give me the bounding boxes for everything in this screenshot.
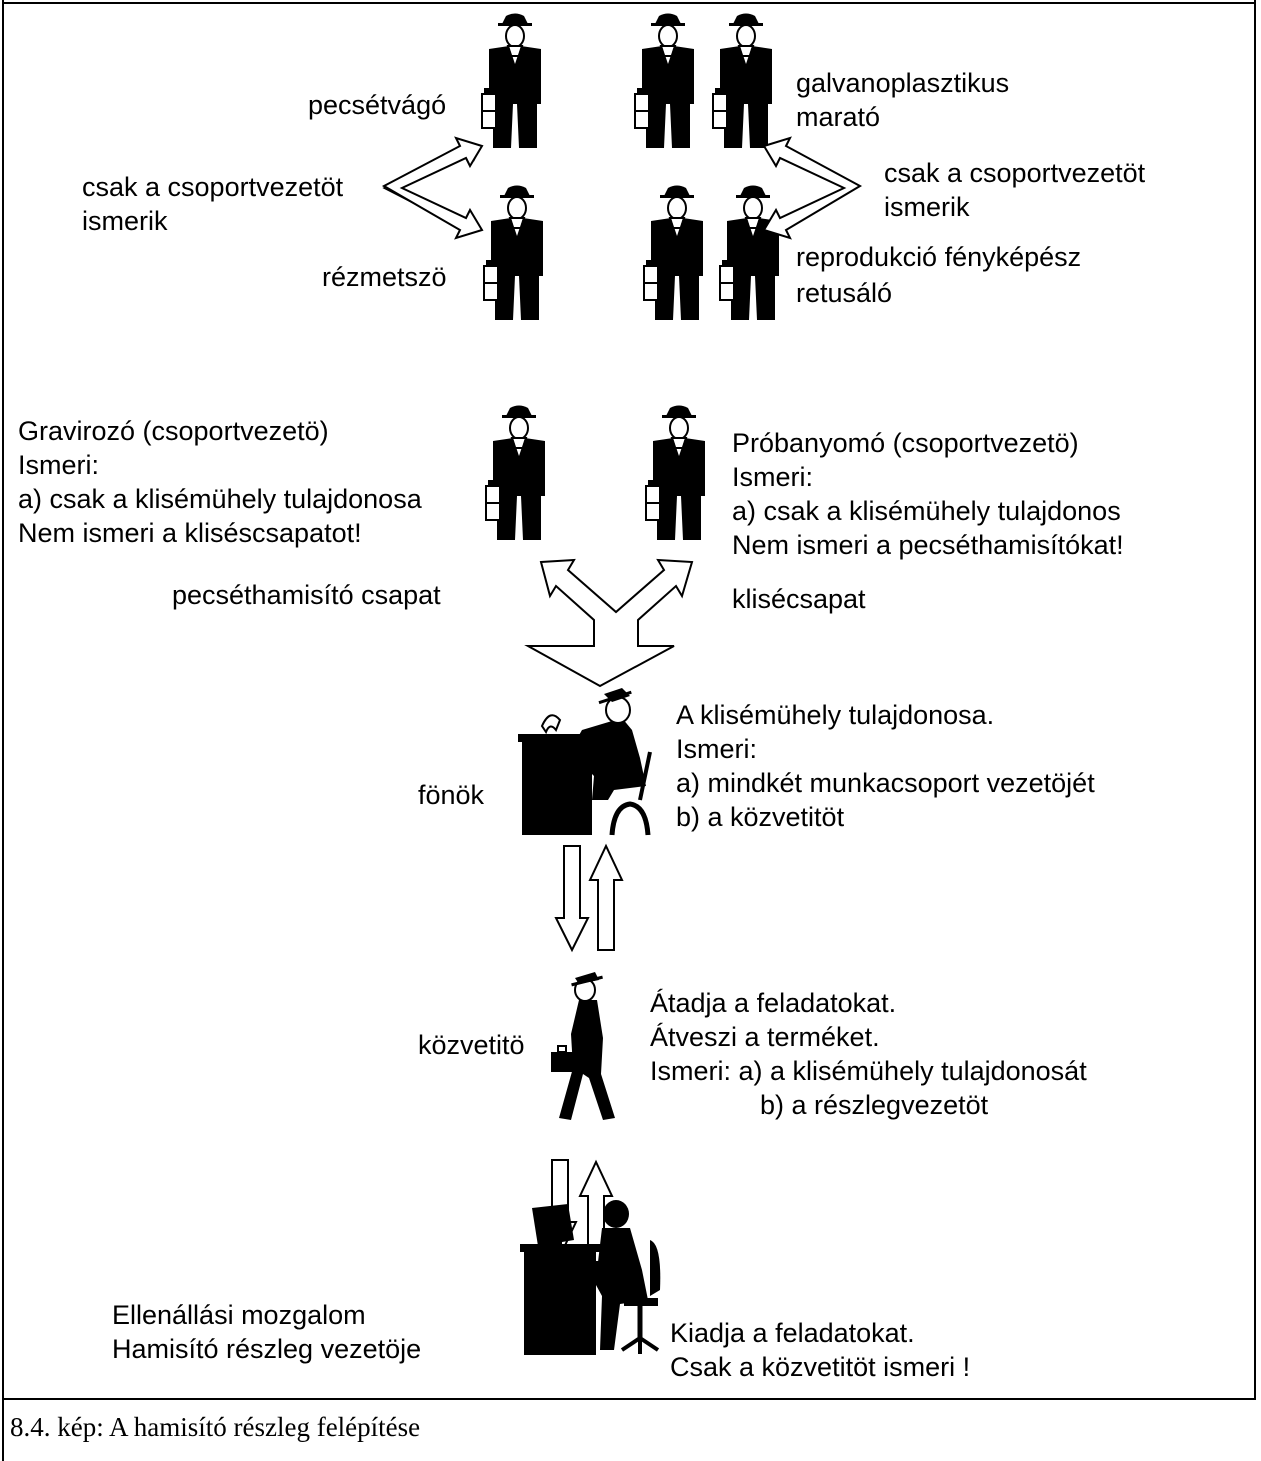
label-repro-line2: retusáló (796, 278, 893, 308)
boss-at-desk-icon (518, 688, 650, 835)
label-resistance-line1: Ellenállási mozgalom (112, 1300, 366, 1330)
label-gravirozo-line2: Ismeri: (18, 450, 99, 480)
label-galvano-line1: galvanoplasztikus (796, 68, 1010, 98)
label-pecsethamisito-csapat: pecséthamisító csapat (172, 580, 441, 610)
label-owner-line4: b) a közvetitöt (676, 802, 845, 832)
worker-retusalo-icon (719, 184, 780, 321)
worker-rezmetszo-icon (483, 184, 544, 321)
arrow-down-to-courier-icon (554, 845, 590, 953)
label-owner-line2: Ismeri: (676, 734, 757, 764)
label-repro-line1: reprodukció fényképész (796, 242, 1082, 272)
worker-probanyomo-icon (645, 404, 706, 541)
courier-walking-icon (550, 971, 616, 1121)
label-right-group-note-line2: ismerik (884, 192, 970, 222)
label-probanyomo-line2: Ismeri: (732, 462, 813, 492)
frame-border-top (2, 2, 1256, 4)
label-rezmetszo: rézmetszö (322, 262, 447, 292)
frame-border-right (1254, 0, 1256, 1400)
label-pecsetvago: pecsétvágó (308, 90, 447, 120)
label-klisecsapat: klisécsapat (732, 584, 866, 614)
label-courier-line3: Ismeri: a) a klisémühely tulajdonosát (650, 1056, 1087, 1086)
worker-marato-icon (712, 12, 773, 149)
label-gravirozo-line4: Nem ismeri a kliséscsapatot! (18, 518, 362, 548)
left-bracket-arrow-icon (381, 136, 484, 240)
arrow-up-to-boss-icon (588, 843, 624, 951)
label-gravirozo-line1: Gravirozó (csoportvezetö) (18, 416, 329, 446)
label-galvano-line2: marató (796, 102, 881, 132)
label-courier-line4: b) a részlegvezetöt (760, 1090, 989, 1120)
label-probanyomo-line3: a) csak a klisémühely tulajdonos (732, 496, 1121, 526)
worker-pecsetvago-icon (481, 12, 542, 149)
label-head-line2: Csak a közvetitöt ismeri ! (670, 1352, 971, 1382)
label-right-group-note-line1: csak a csoportvezetöt (884, 158, 1146, 188)
label-head-line1: Kiadja a feladatokat. (670, 1318, 915, 1348)
frame-border-caption-separator (2, 1398, 1256, 1400)
worker-galvano-icon (634, 12, 695, 149)
merge-arrow-icon (524, 558, 694, 688)
right-bracket-arrow-icon (762, 136, 863, 240)
label-kozvetito: közvetitö (418, 1030, 525, 1060)
label-owner-line1: A klisémühely tulajdonosa. (676, 700, 995, 730)
label-resistance-line2: Hamisító részleg vezetöje (112, 1334, 422, 1364)
label-courier-line1: Átadja a feladatokat. (650, 988, 897, 1018)
label-courier-line2: Átveszi a terméket. (650, 1022, 880, 1052)
figure-caption: 8.4. kép: A hamisító részleg felépítése (10, 1412, 421, 1442)
label-owner-line3: a) mindkét munkacsoport vezetöjét (676, 768, 1095, 798)
worker-gravirozo-icon (485, 404, 546, 541)
worker-repro-icon (643, 184, 704, 321)
label-probanyomo-line4: Nem ismeri a pecséthamisítókat! (732, 530, 1124, 560)
label-fonok: fönök (418, 780, 485, 810)
label-probanyomo-line1: Próbanyomó (csoportvezetö) (732, 428, 1079, 458)
frame-border-left (2, 0, 4, 1461)
label-left-group-note-line1: csak a csoportvezetöt (82, 172, 344, 202)
label-gravirozo-line3: a) csak a klisémühely tulajdonosa (18, 484, 422, 514)
label-left-group-note-line2: ismerik (82, 206, 168, 236)
